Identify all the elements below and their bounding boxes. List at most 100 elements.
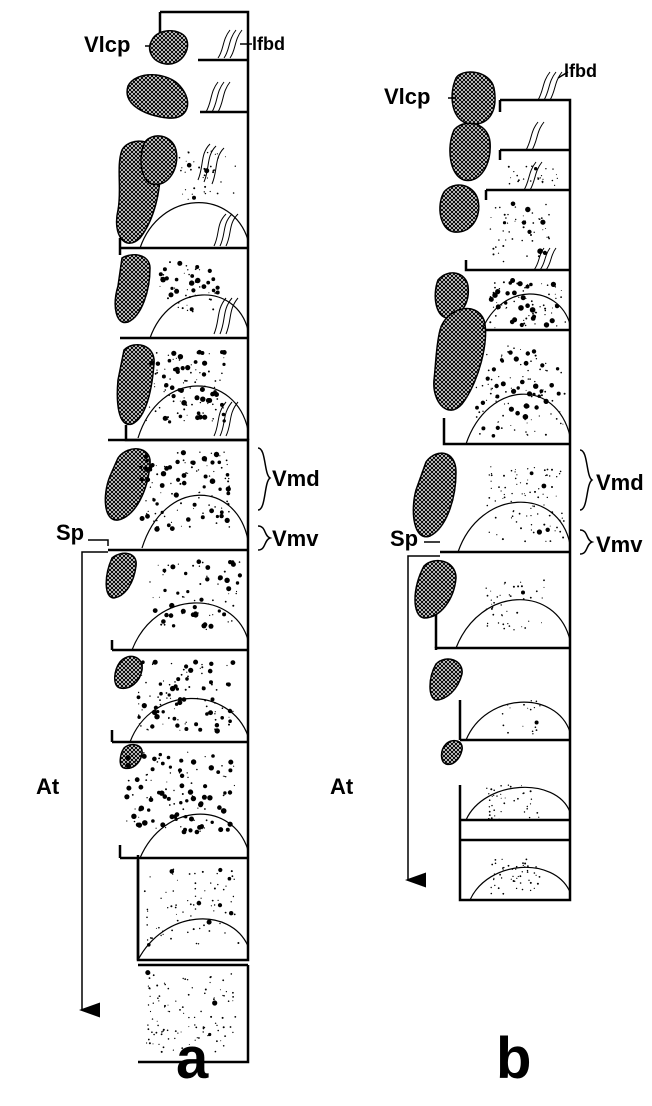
cell-dot — [521, 785, 522, 786]
cell-dot — [501, 604, 502, 605]
cell-dot — [151, 819, 155, 823]
cell-dot — [492, 388, 493, 389]
cell-dot — [209, 624, 214, 629]
cell-dot — [489, 806, 490, 807]
cell-dot — [144, 890, 146, 892]
cell-dot — [153, 660, 158, 665]
cell-dot — [547, 497, 548, 498]
cell-dot — [172, 394, 176, 398]
cell-dot — [538, 395, 541, 398]
cell-dot — [168, 717, 170, 719]
cell-dot — [538, 255, 540, 257]
cell-dot — [168, 465, 172, 469]
cell-dot — [171, 930, 173, 932]
cell-dot — [155, 373, 157, 375]
cell-dot — [170, 938, 172, 940]
cell-dot — [530, 234, 532, 236]
cell-dot — [132, 794, 134, 796]
cell-dot — [145, 514, 150, 519]
cell-dot — [166, 692, 168, 694]
cell-dot — [159, 699, 161, 701]
cell-dot — [534, 888, 535, 889]
cell-dot — [233, 766, 234, 767]
cell-dot — [180, 774, 184, 778]
cell-dot — [494, 287, 496, 289]
cell-dot — [139, 466, 142, 469]
cell-dot — [544, 308, 546, 310]
cell-dot — [496, 795, 497, 796]
cell-dot — [508, 865, 510, 867]
cell-dot — [163, 1046, 165, 1048]
cell-dot — [176, 914, 177, 915]
cell-dot — [199, 492, 200, 493]
cell-dot — [541, 217, 543, 219]
cell-dot — [184, 420, 185, 421]
cell-dot — [226, 460, 228, 462]
cell-dot — [164, 983, 165, 984]
cell-dot — [224, 776, 225, 777]
cell-dot — [189, 919, 190, 920]
cell-dot — [195, 278, 200, 283]
cell-dot — [205, 565, 210, 570]
cell-dot — [177, 719, 178, 720]
cell-dot — [527, 370, 528, 371]
cell-dot — [199, 928, 200, 929]
cell-dot — [490, 591, 491, 592]
cell-dot — [184, 727, 188, 731]
cell-dot — [505, 291, 509, 295]
cell-dot — [165, 389, 167, 391]
cell-dot — [491, 474, 493, 476]
cell-dot — [222, 707, 224, 709]
cell-dot — [210, 191, 211, 192]
cell-dot — [544, 314, 545, 315]
cell-dot — [224, 571, 226, 573]
cell-dot — [517, 798, 519, 800]
cell-dot — [494, 885, 495, 886]
cell-dot — [543, 504, 544, 505]
cell-dot — [182, 473, 187, 478]
cell-dot — [488, 497, 490, 499]
cell-dot — [557, 178, 558, 179]
cell-dot — [491, 473, 492, 474]
cell-dot — [206, 706, 208, 708]
cell-dot — [188, 789, 193, 794]
cell-dot — [518, 876, 519, 877]
cell-dot — [153, 974, 155, 976]
cell-dot — [191, 288, 195, 292]
cell-dot — [161, 619, 166, 624]
cell-dot — [215, 723, 219, 727]
cell-dot — [535, 355, 537, 357]
cell-dot — [183, 389, 184, 390]
cell-dot — [223, 407, 224, 408]
cell-dot — [162, 375, 166, 379]
cell-dot — [204, 475, 208, 479]
cell-dot — [212, 289, 216, 293]
cell-dot — [157, 1025, 159, 1027]
cell-dot — [194, 873, 196, 875]
cell-dot — [210, 882, 211, 883]
cell-dot — [211, 453, 212, 454]
cell-dot — [513, 347, 515, 349]
cell-dot — [515, 471, 516, 472]
cell-dot — [547, 469, 549, 471]
cell-dot — [150, 487, 151, 488]
cell-dot — [187, 269, 188, 270]
cell-dot — [544, 587, 545, 588]
cell-dot — [150, 1011, 151, 1012]
cell-dot — [482, 411, 483, 412]
cell-dot — [214, 888, 216, 890]
cell-dot — [182, 793, 184, 795]
cell-dot — [539, 415, 540, 416]
cell-dot — [152, 498, 155, 501]
cell-dot — [218, 157, 219, 158]
cell-dot — [525, 419, 526, 420]
cell-dot — [216, 522, 218, 524]
cell-dot — [170, 772, 171, 773]
cell-dot — [191, 364, 192, 365]
cell-dot — [530, 360, 532, 362]
panel-a-lfbd-label: lfbd — [252, 35, 285, 53]
cell-dot — [203, 924, 205, 926]
cell-dot — [126, 763, 131, 768]
cell-dot — [556, 476, 557, 477]
cell-dot — [214, 392, 219, 397]
